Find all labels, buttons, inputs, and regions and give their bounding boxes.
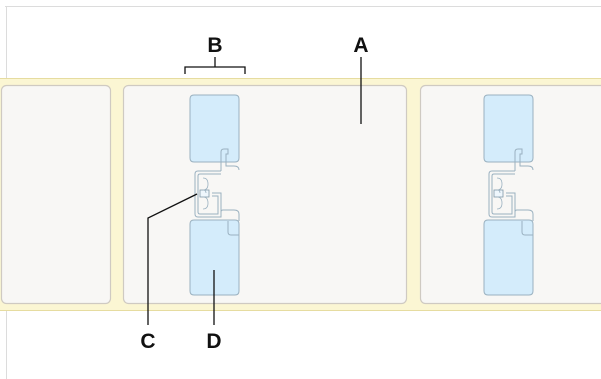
rfid-inlay-center [189,94,240,296]
rfid-chip-center [199,189,210,198]
antenna-upper-right [483,94,534,171]
callout-label-d: D [206,330,221,353]
callout-label-c: C [140,330,155,353]
rfid-chip-loop-center [194,170,222,218]
antenna-lower-center [189,209,240,296]
rfid-chip-loop-right [488,170,516,218]
rfid-chip-right [493,189,504,198]
callout-label-b: B [207,34,222,57]
leader-line-c [147,193,198,325]
callout-label-a: A [353,34,368,57]
antenna-upper-center [189,94,240,171]
rfid-inlay-right [483,94,534,296]
bracket-b [184,57,246,74]
label-center [122,84,408,305]
label-left-partial [0,84,112,305]
antenna-lower-right [483,209,534,296]
label-right-partial [419,84,601,305]
